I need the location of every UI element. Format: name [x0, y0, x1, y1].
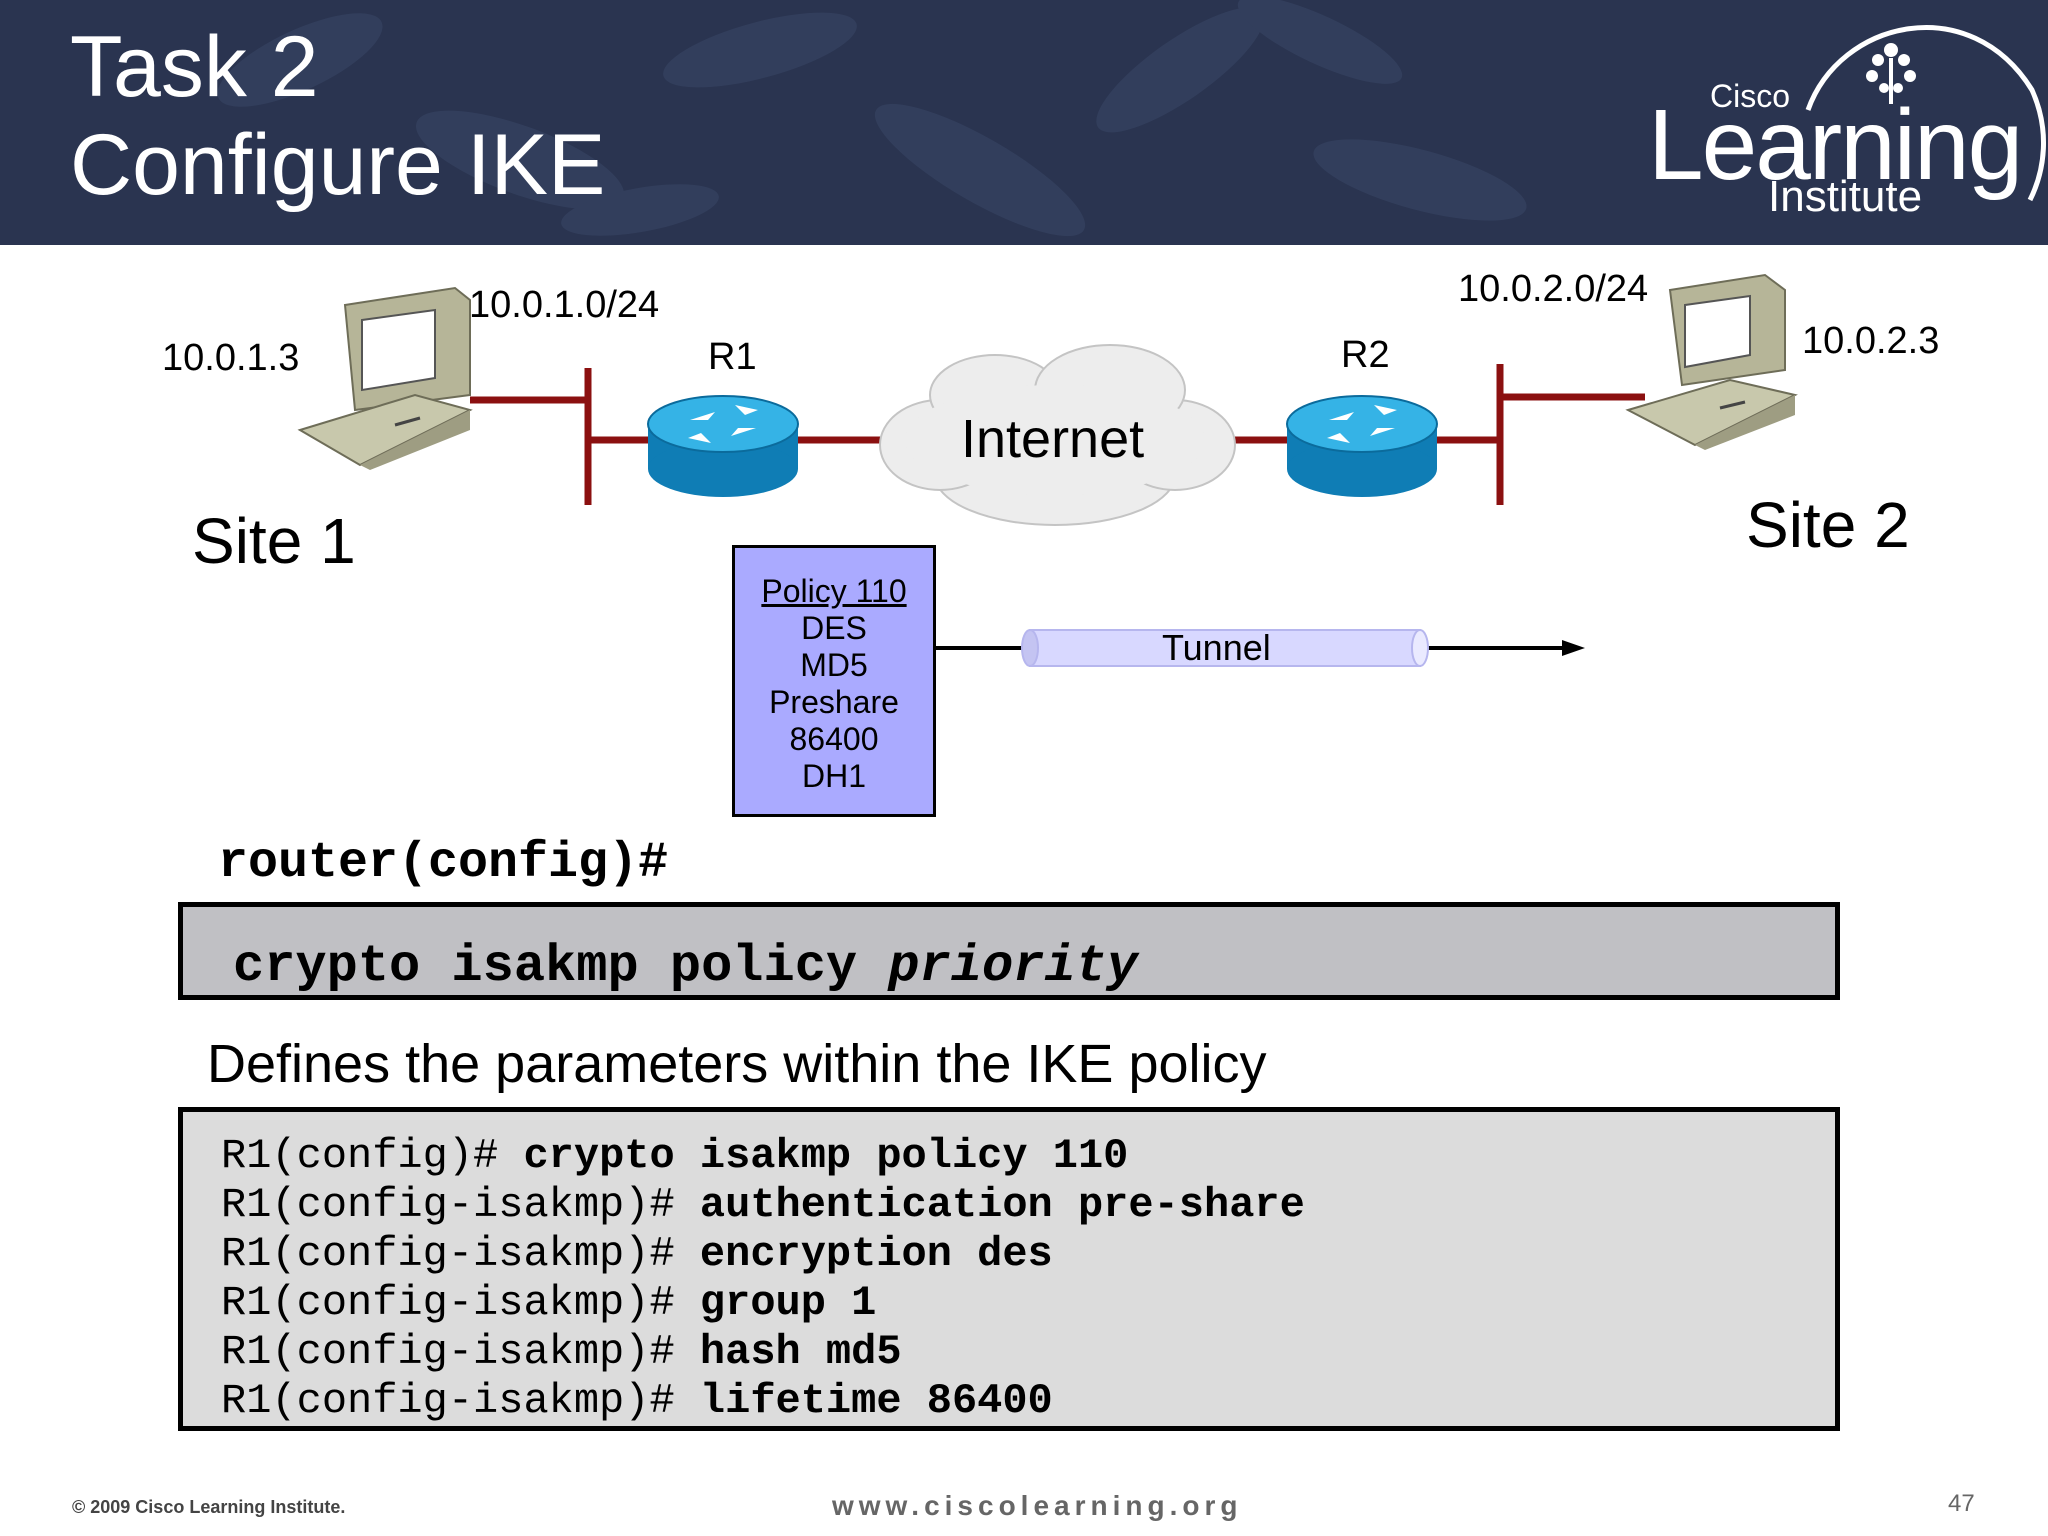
code-prompt: R1(config-isakmp)# [221, 1181, 675, 1229]
code-line: R1(config-isakmp)# authentication pre-sh… [221, 1181, 1305, 1229]
code-command: lifetime 86400 [699, 1377, 1053, 1425]
header-leaf-pattern [217, 0, 1527, 237]
pc2-computer-icon [1625, 273, 1798, 450]
slide-title: Task 2 Configure IKE [70, 18, 605, 214]
syntax-argument: priority [888, 937, 1138, 996]
pc1-ip-label: 10.0.1.3 [162, 337, 300, 379]
network-links [470, 364, 1645, 505]
footer-url: www.ciscolearning.org [832, 1490, 1243, 1521]
internet-cloud-icon [879, 344, 1236, 526]
code-prompt: R1(config-isakmp)# [221, 1377, 675, 1425]
router-r1-icon [647, 395, 799, 497]
code-prompt: R1(config)# [221, 1132, 499, 1180]
logo-learning-text: Learning [1648, 89, 2023, 201]
code-line: R1(config-isakmp)# hash md5 [221, 1328, 902, 1376]
code-command: authentication pre-share [699, 1181, 1305, 1229]
code-line: R1(config)# crypto isakmp policy 110 [221, 1132, 1128, 1180]
pc2-ip-label: 10.0.2.3 [1802, 320, 1940, 362]
code-prompt: R1(config-isakmp)# [221, 1279, 675, 1327]
code-line: R1(config-isakmp)# lifetime 86400 [221, 1377, 1053, 1425]
code-command: hash md5 [699, 1328, 902, 1376]
title-line-1: Task 2 [70, 19, 319, 115]
policy-dh-group: DH1 [801, 758, 866, 794]
policy-authentication: Preshare [769, 684, 899, 720]
lan1-network-label: 10.0.1.0/24 [469, 284, 660, 326]
title-line-2: Configure IKE [70, 117, 606, 213]
code-line: R1(config-isakmp)# encryption des [221, 1230, 1053, 1278]
command-description: Defines the parameters within the IKE po… [207, 1034, 1267, 1094]
policy-encryption: DES [801, 610, 867, 646]
code-prompt: R1(config-isakmp)# [221, 1328, 675, 1376]
tunnel-label: Tunnel [1162, 627, 1271, 668]
policy-hash: MD5 [800, 647, 868, 683]
ike-policy-box: Policy 110 DES MD5 Preshare 86400 DH1 [732, 545, 936, 817]
site1-label: Site 1 [192, 505, 356, 577]
syntax-box: crypto isakmp policy priority [178, 902, 1840, 1000]
code-command: group 1 [699, 1279, 877, 1327]
network-diagram [297, 273, 1798, 667]
example-config-box: R1(config)# crypto isakmp policy 110 R1(… [178, 1107, 1840, 1431]
logo-cisco-text: Cisco [1710, 78, 1791, 114]
r2-label: R2 [1341, 334, 1390, 376]
syntax-prompt: router(config)# [218, 835, 669, 892]
syntax-command: crypto isakmp policy [233, 937, 858, 996]
code-command: crypto isakmp policy 110 [523, 1132, 1129, 1180]
slide-header: Task 2 Configure IKE Cisco Learning Inst… [0, 0, 2048, 245]
cisco-learning-institute-logo: Cisco Learning Institute [1640, 0, 2048, 245]
code-line: R1(config-isakmp)# group 1 [221, 1279, 876, 1327]
lan2-network-label: 10.0.2.0/24 [1458, 268, 1649, 310]
logo-arc-tree-icon [1805, 25, 2047, 202]
policy-lifetime: 86400 [789, 721, 879, 757]
syntax-command-line: crypto isakmp policy priority [233, 937, 1138, 996]
logo-institute-text: Institute [1768, 172, 1923, 221]
code-prompt: R1(config-isakmp)# [221, 1230, 675, 1278]
code-command: encryption des [699, 1230, 1053, 1278]
pc1-computer-icon [297, 286, 473, 470]
internet-label: Internet [961, 409, 1145, 469]
policy-title: Policy 110 [761, 573, 907, 609]
site2-label: Site 2 [1746, 489, 1910, 561]
router-r2-icon [1286, 395, 1438, 497]
footer-copyright: © 2009 Cisco Learning Institute. [72, 1497, 346, 1517]
r1-label: R1 [708, 336, 757, 378]
page-number: 47 [1948, 1490, 1975, 1517]
tunnel-graphic [936, 629, 1585, 667]
